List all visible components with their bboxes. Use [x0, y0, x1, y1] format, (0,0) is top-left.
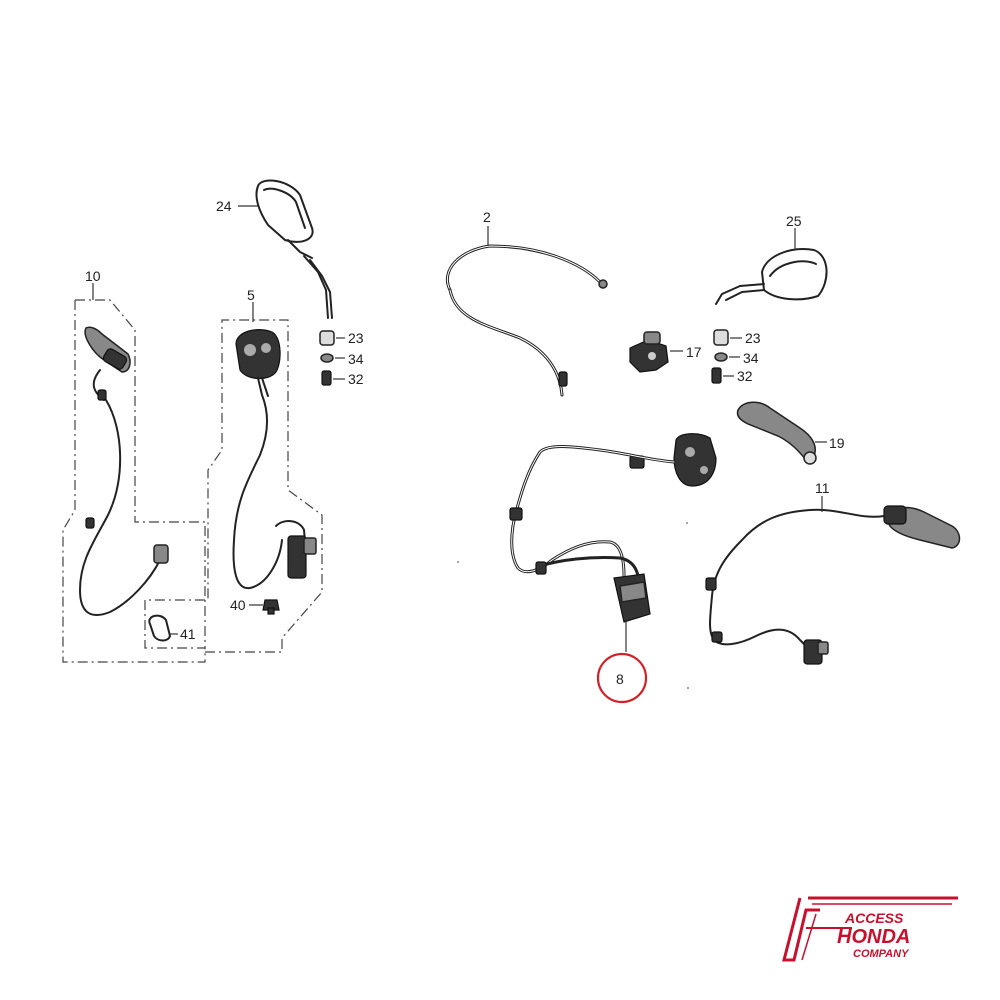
label-25[interactable]: 25	[786, 213, 802, 229]
clip-part-41[interactable]	[148, 614, 178, 642]
brake-lever-part-19[interactable]	[736, 401, 827, 465]
label-8[interactable]: 8	[616, 671, 624, 687]
brand-line-1: ACCESS	[844, 910, 904, 926]
label-24[interactable]: 24	[216, 198, 232, 214]
highlight-circle-part-8	[596, 652, 648, 704]
label-23-right[interactable]: 23	[745, 330, 761, 346]
nut-part-23-left[interactable]	[319, 330, 345, 346]
nut-part-23-right[interactable]	[713, 329, 742, 346]
brand-line-3: COMPANY	[853, 948, 910, 960]
label-17[interactable]: 17	[686, 344, 702, 360]
label-41[interactable]: 41	[180, 626, 196, 642]
brand-line-2: HONDA	[837, 926, 910, 948]
label-5[interactable]: 5	[247, 287, 255, 303]
bolt-part-32-left[interactable]	[321, 370, 345, 386]
speck	[687, 687, 689, 689]
bolt-part-32-right[interactable]	[711, 367, 734, 384]
label-34-left[interactable]: 34	[348, 351, 364, 367]
screw-part-40[interactable]	[249, 599, 280, 615]
label-10[interactable]: 10	[85, 268, 101, 284]
label-23-left[interactable]: 23	[348, 330, 364, 346]
mirror-left-part-24[interactable]	[238, 179, 333, 319]
access-honda-emblem-icon	[782, 896, 958, 962]
label-40[interactable]: 40	[230, 597, 246, 613]
washer-part-34-left[interactable]	[320, 353, 345, 363]
grip-heater-part-11[interactable]	[705, 496, 961, 665]
label-32-left[interactable]: 32	[348, 371, 364, 387]
lever-bracket-part-17[interactable]	[629, 331, 683, 373]
speck	[457, 561, 459, 563]
label-2[interactable]: 2	[483, 209, 491, 225]
mirror-right-part-25[interactable]	[715, 228, 828, 305]
grip-heater-part-10[interactable]	[79, 283, 169, 617]
washer-part-34-right[interactable]	[714, 352, 740, 362]
switch-harness-part-8[interactable]	[509, 433, 717, 652]
label-34-right[interactable]: 34	[743, 350, 759, 366]
label-32-right[interactable]: 32	[737, 368, 753, 384]
access-honda-logo: ACCESS HONDA COMPANY	[782, 896, 958, 962]
assembly-outline-left	[62, 299, 323, 663]
switch-housing-part-5[interactable]	[232, 302, 317, 590]
label-19[interactable]: 19	[829, 435, 845, 451]
throttle-cable-part-2[interactable]	[446, 226, 608, 397]
label-11[interactable]: 11	[815, 480, 830, 496]
speck	[686, 522, 688, 524]
